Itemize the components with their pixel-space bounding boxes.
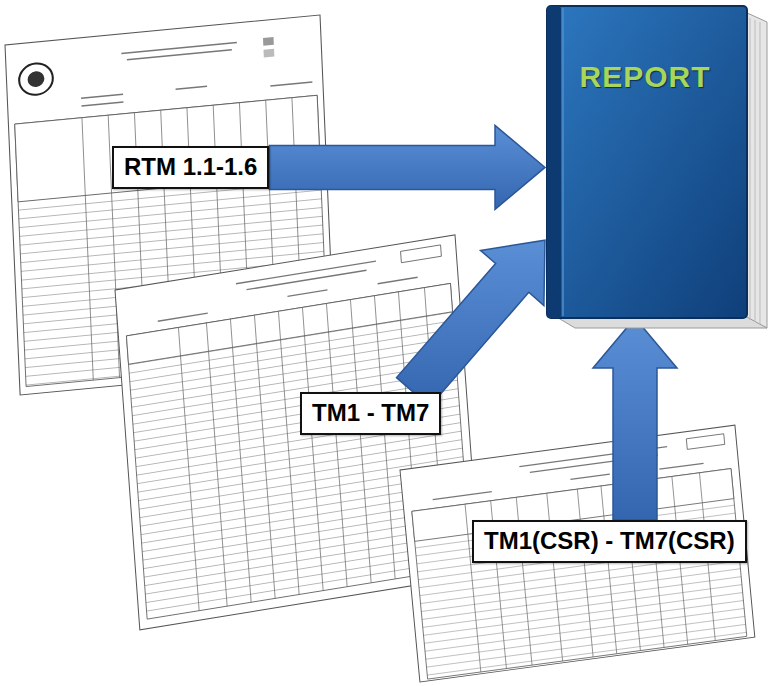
- label-text: TM1 - TM7: [312, 399, 429, 428]
- block-arrow: [269, 125, 545, 209]
- tm-csr-sheet: [400, 425, 755, 682]
- label-text: TM1(CSR) - TM7(CSR): [484, 527, 735, 556]
- label-text: RTM 1.1-1.6: [124, 153, 257, 182]
- sheet-label: RTM 1.1-1.6: [112, 146, 269, 189]
- block-arrow: [397, 240, 546, 406]
- sheet-label: TM1 - TM7: [300, 392, 441, 435]
- book-title: REPORT: [545, 60, 745, 94]
- report-book: REPORT: [545, 4, 769, 332]
- sheet-label: TM1(CSR) - TM7(CSR): [472, 520, 747, 563]
- book-icon: [545, 4, 769, 332]
- block-arrow: [593, 318, 677, 520]
